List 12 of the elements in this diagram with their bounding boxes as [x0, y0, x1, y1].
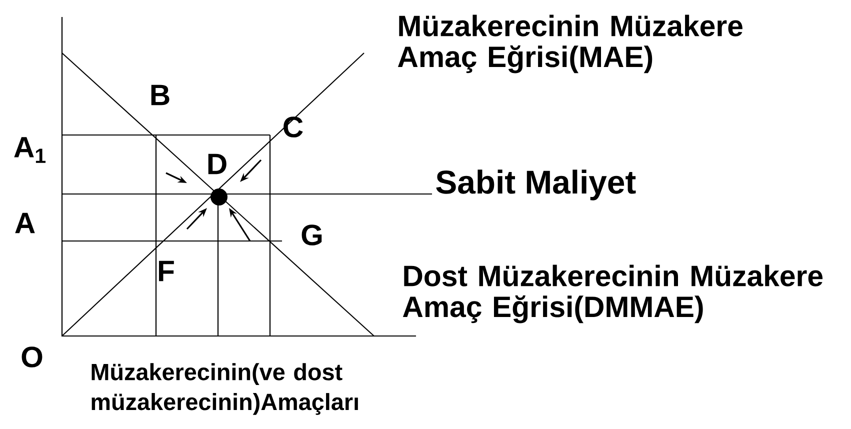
point-label: B — [151, 84, 170, 106]
point-label: F — [159, 260, 174, 282]
axis-label: A$_{1}$ — [14, 137, 46, 163]
point-label: C — [284, 116, 303, 138]
origin-label: O — [22, 346, 42, 368]
axis-title: Müzakerecinin(ve dost müzakerecinin)Amaçları — [92, 363, 358, 415]
point-label: G — [302, 224, 322, 246]
axis-label: A — [15, 212, 35, 234]
curve-label: Müzakerecinin Müzakere Amaç Eğrisi(MAE) — [398, 14, 742, 74]
curve-label: Dost Müzakerecinin Müzakere Amaç Eğrisi(DMMAE) — [402, 264, 823, 324]
point-label: D — [208, 154, 226, 174]
line-label: Sabit Maliyet — [436, 170, 636, 200]
